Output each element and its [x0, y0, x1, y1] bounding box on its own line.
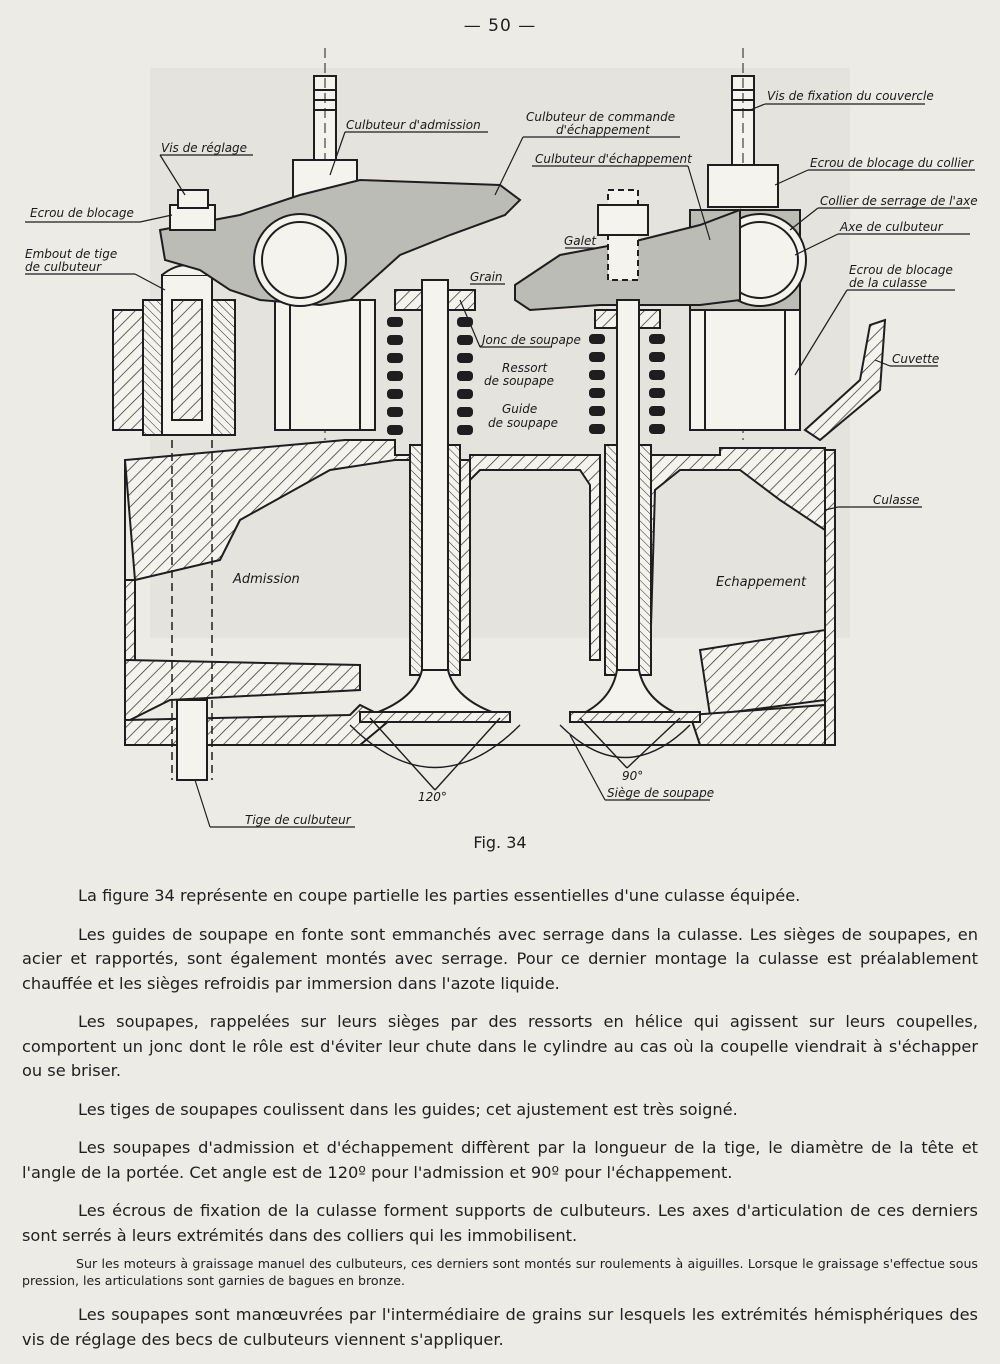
intake-valve — [359, 279, 511, 723]
label-culbuteur-commande-1: Culbuteur de commande — [526, 110, 675, 124]
label-ressort-2: de soupape — [484, 374, 554, 388]
paragraph-3: Les soupapes, rappelées sur leurs sièges… — [22, 1012, 978, 1080]
label-tige-culbuteur: Tige de culbuteur — [245, 813, 352, 827]
label-ecrou-blocage-collier: Ecrou de blocage du collier — [810, 156, 974, 170]
label-ecrou-blocage-culasse-1: Ecrou de blocage — [849, 263, 953, 277]
exhaust-rocker-arm — [514, 189, 741, 312]
label-galet: Galet — [564, 234, 597, 248]
paragraph-2: Les guides de soupape en fonte sont emma… — [22, 924, 978, 993]
label-culbuteur-echappement: Culbuteur d'échappement — [535, 152, 693, 166]
right-rocker-support — [689, 48, 807, 440]
label-angle-120: 120° — [418, 790, 447, 804]
cylinder-head-figure: Vis de fixation du couvercle Culbuteur d… — [0, 40, 1000, 840]
label-admission: Admission — [232, 572, 300, 587]
cuvette — [803, 318, 887, 442]
intake-rocker-arm — [158, 178, 522, 307]
label-embout-2: de culbuteur — [25, 260, 102, 274]
label-vis-fixation-couvercle: Vis de fixation du couvercle — [767, 89, 934, 103]
leader-lines — [25, 103, 975, 828]
paragraph-1: La figure 34 représente en coupe partiel… — [78, 886, 801, 905]
page-number: — 50 — — [463, 16, 537, 36]
label-culbuteur-commande-2: d'échappement — [556, 123, 651, 137]
label-cuvette: Cuvette — [892, 352, 939, 366]
paragraph-note: Sur les moteurs à graissage manuel des c… — [22, 1256, 978, 1288]
body-text: La figure 34 représente en coupe partiel… — [22, 884, 978, 1352]
exhaust-valve — [569, 299, 701, 723]
label-ecrou-blocage: Ecrou de blocage — [30, 206, 134, 220]
valve-seat-angles — [349, 717, 691, 791]
label-ecrou-blocage-culasse-2: de la culasse — [849, 276, 927, 290]
paragraph-4: Les tiges de soupapes coulissent dans le… — [78, 1099, 738, 1119]
label-embout-1: Embout de tige — [25, 247, 117, 261]
label-culasse: Culasse — [873, 493, 920, 507]
label-grain: Grain — [470, 270, 503, 284]
cylinder-head-diagram: Vis de fixation du couvercle Culbuteur d… — [25, 48, 978, 828]
label-ressort-1: Ressort — [502, 361, 549, 375]
label-angle-90: 90° — [622, 769, 643, 783]
paragraph-8: Les soupapes sont manœuvrées par l'inter… — [22, 1305, 978, 1349]
label-echappement: Echappement — [716, 575, 807, 590]
label-guide-1: Guide — [502, 402, 537, 416]
label-culbuteur-admission: Culbuteur d'admission — [346, 118, 481, 132]
paragraph-6: Les écrous de fixation de la culasse for… — [22, 1201, 978, 1245]
label-siege: Siège de soupape — [607, 786, 714, 800]
paragraph-5: Les soupapes d'admission et d'échappemen… — [22, 1138, 978, 1182]
figure-caption: Fig. 34 — [473, 833, 527, 852]
label-vis-reglage: Vis de réglage — [161, 141, 247, 155]
label-jonc: Jonc de soupape — [480, 333, 581, 347]
label-collier-serrage: Collier de serrage de l'axe — [820, 194, 978, 208]
label-guide-2: de soupape — [488, 416, 558, 430]
label-axe-culbuteur: Axe de culbuteur — [839, 220, 944, 234]
